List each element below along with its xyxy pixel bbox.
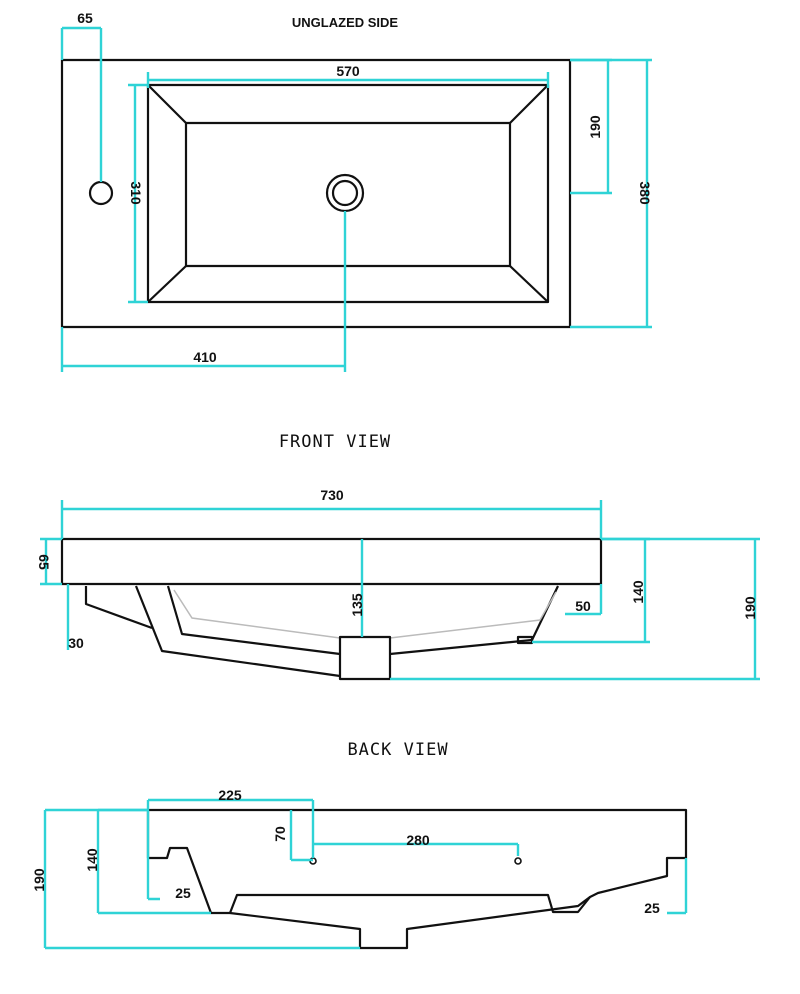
basin-body-right (389, 585, 559, 656)
mounting-hole-icon (514, 857, 522, 865)
dim-overall-height: 190 (742, 596, 758, 620)
front-view: FRONT VIEW 730 65 135 30 50 140 190 (36, 432, 760, 681)
top-dimension-lines (60, 26, 652, 372)
dim-drain-height: 135 (349, 593, 365, 617)
dim-drain-offset-left: 410 (193, 349, 217, 365)
back-profile-lower (229, 896, 591, 950)
dim-tap-offset: 65 (77, 10, 93, 26)
dim-basin-width: 570 (336, 63, 360, 79)
dim-right-notch: 25 (644, 900, 660, 916)
dim-step-height: 140 (84, 848, 100, 872)
back-profile-upper (146, 808, 688, 915)
foot (516, 635, 534, 645)
dim-basin-depth: 310 (128, 181, 144, 205)
dim-hole-spacing: 280 (406, 832, 430, 848)
dim-drain-offset-top: 190 (587, 115, 603, 139)
dim-top-thickness: 65 (36, 554, 52, 570)
top-view-title: UNGLAZED SIDE (292, 15, 399, 30)
back-view-title: BACK VIEW (347, 740, 448, 760)
front-view-title: FRONT VIEW (279, 432, 391, 452)
basin-body-left (134, 585, 341, 678)
tap-hole-icon (88, 180, 114, 206)
basin-slopes (147, 84, 549, 303)
dim-left-notch: 25 (175, 885, 191, 901)
dim-overall-width: 730 (320, 487, 344, 503)
dim-right-offset: 50 (575, 598, 591, 614)
dim-overall-depth: 380 (637, 181, 653, 205)
countertop-slab (60, 537, 603, 586)
front-dimension-lines (40, 500, 760, 681)
drain-inner (331, 179, 359, 207)
basin-inner-hidden (173, 589, 557, 639)
back-dimension-lines (43, 798, 688, 950)
top-view: UNGLAZED SIDE 65 570 310 190 380 410 (60, 10, 653, 372)
drain-outlet (338, 635, 392, 681)
dim-hole-offset: 225 (218, 787, 242, 803)
dim-foot-height: 140 (630, 580, 646, 604)
back-view: BACK VIEW 225 70 280 140 190 25 25 (31, 740, 688, 950)
dim-bracket-height: 30 (68, 635, 84, 651)
basin-rim (146, 83, 550, 304)
left-bracket (84, 586, 153, 630)
dim-overall-height-back: 190 (31, 868, 47, 892)
basin-floor (184, 121, 512, 268)
dim-hole-height: 70 (272, 826, 288, 842)
